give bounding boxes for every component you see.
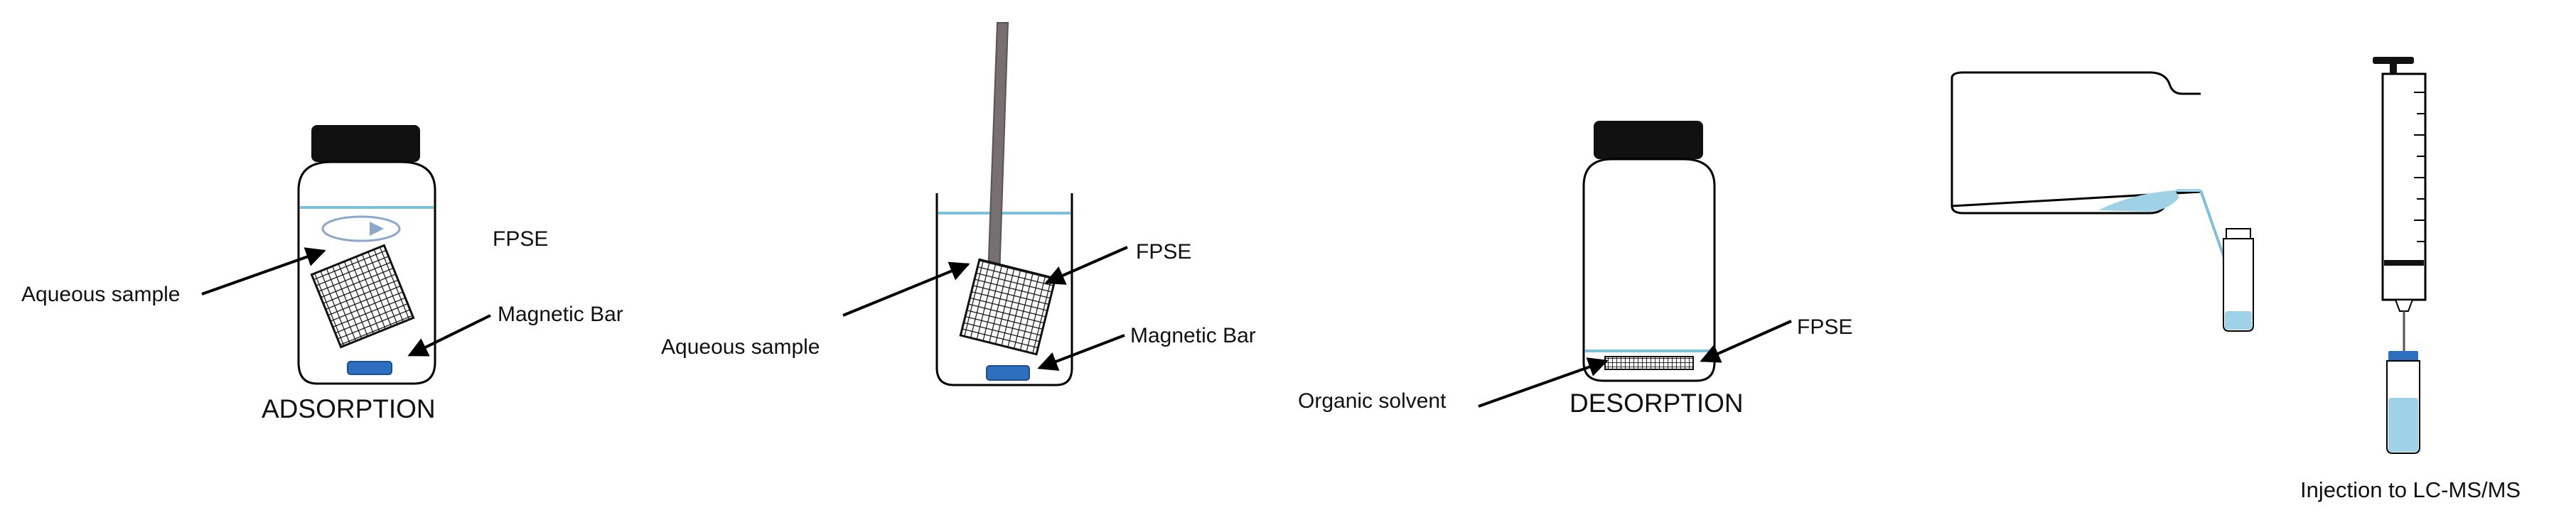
adsorption-aqueous-label: Aqueous sample [21, 283, 180, 306]
fpse-mesh-icon [959, 258, 1057, 356]
desorption-caption: DESORPTION [1569, 389, 1744, 418]
graduation-marks [2414, 92, 2425, 242]
syringe-icon [2373, 57, 2427, 351]
syringe-barrel [2381, 72, 2427, 301]
bottle-cap [1594, 121, 1703, 159]
magnetic-bar [347, 361, 392, 375]
fpse-pointer [1700, 320, 1792, 363]
fpse-mesh-icon [1604, 356, 1694, 370]
magnetic-bar-pointer [407, 314, 491, 357]
magnetic-bar-pointer [1037, 334, 1125, 372]
rotation-arrow-icon [321, 215, 401, 242]
beaker-fpse-label: FPSE [1136, 240, 1191, 264]
beaker-aqueous-label: Aqueous sample [661, 335, 820, 359]
vial-neck [2226, 228, 2251, 239]
plunger-top [2373, 57, 2414, 64]
desorption-bottle [1582, 121, 1716, 382]
aqueous-sample-pointer [842, 261, 970, 317]
bottle-body [1582, 158, 1716, 382]
beaker-magnetic-label: Magnetic Bar [1130, 324, 1256, 347]
beaker [935, 22, 1073, 386]
vial-liquid [2388, 398, 2418, 452]
adsorption-caption: ADSORPTION [262, 394, 436, 423]
autosampler-vial [2386, 351, 2420, 454]
bottle-cap [311, 125, 420, 162]
desorption-fpse-label: FPSE [1797, 315, 1852, 339]
aqueous-sample-pointer [201, 247, 326, 296]
adsorption-bottle [297, 125, 436, 385]
magnetic-bar [986, 365, 1030, 381]
fpse-mesh-icon [310, 244, 415, 349]
adsorption-magnetic-label: Magnetic Bar [498, 303, 623, 326]
vial-body [2223, 238, 2254, 332]
organic-solvent-pointer [1478, 357, 1609, 408]
plunger-seal [2384, 260, 2424, 266]
desorption-organic-label: Organic solvent [1298, 389, 1447, 413]
adsorption-fpse-label: FPSE [493, 227, 548, 251]
pouring-bottle [1950, 71, 2248, 322]
liquid-fill [2098, 190, 2179, 212]
vial-cap [2388, 351, 2418, 361]
injection-label: Injection to LC-MS/MS [2300, 477, 2521, 502]
syringe-tip [2394, 299, 2414, 312]
small-vial [2223, 228, 2254, 332]
vial-liquid [2225, 311, 2252, 330]
fpse-pointer [1044, 246, 1128, 285]
